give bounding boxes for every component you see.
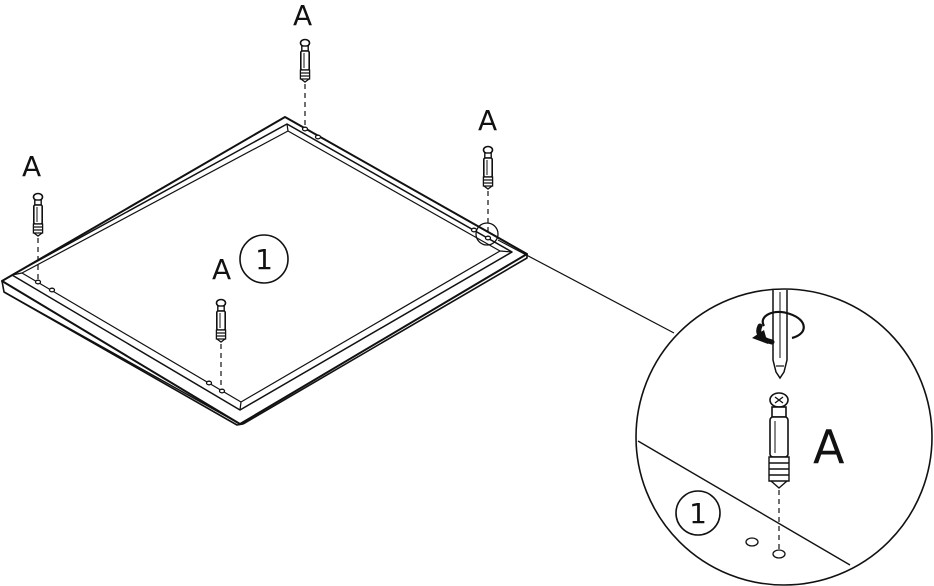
cam-dowel-icon [768, 392, 790, 489]
part-label-a: A [22, 150, 41, 183]
panel-holes [34, 126, 492, 394]
cam-dowel-icon [482, 145, 494, 236]
part-label-a: A [813, 420, 845, 474]
step-number: 1 [255, 243, 273, 276]
step-badge: 1 [239, 234, 289, 284]
clockwise-arrow-icon [752, 310, 805, 345]
cam-dowel-icon [299, 38, 311, 127]
cam-dowel-icon [32, 192, 44, 280]
part-label-a: A [478, 104, 497, 137]
screwdriver-icon [772, 290, 788, 380]
part-label-a: A [293, 0, 312, 32]
part-label-a: A [212, 253, 231, 286]
cam-dowel-icon [215, 298, 227, 389]
callout-line [497, 239, 675, 334]
detail-source-ring [475, 222, 499, 246]
detail-view: A 1 [635, 288, 933, 586]
step-number: 1 [689, 497, 707, 530]
